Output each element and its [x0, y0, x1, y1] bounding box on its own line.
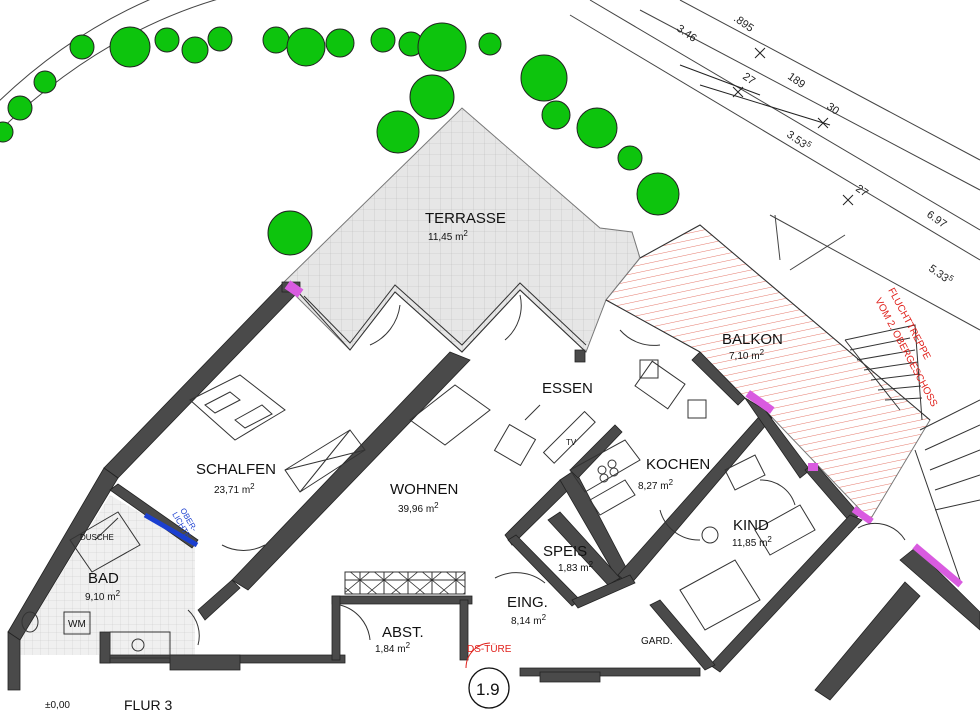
unit-number: 1.9 [476, 680, 500, 699]
speis-label: SPEIS [543, 543, 587, 560]
dim-27a: 27 [740, 71, 757, 88]
eing-area: 8,14 m2 [511, 613, 547, 627]
terrasse-area: 11,45 m2 [428, 229, 468, 243]
abst-label: ABST. [382, 624, 424, 641]
site-lines [0, 0, 980, 331]
speis-area: 1,83 m2 [558, 560, 594, 574]
door-tags [284, 280, 963, 588]
terrasse-label: TERRASSE [425, 210, 506, 227]
gard-label: GARD. [641, 636, 673, 647]
unit-number-circle [468, 667, 510, 709]
wm-label: WM [68, 619, 86, 630]
dimension-ticks [679, 47, 854, 206]
door-swings [187, 294, 906, 646]
schlafen-label: SCHALFEN [196, 461, 276, 478]
floor-label: FLUR 3 [124, 697, 172, 713]
kochen-label: KOCHEN [646, 456, 710, 473]
dim-3-46: 3.46 [674, 23, 698, 45]
trees [0, 22, 680, 256]
dusche-label: DUSCHE [80, 533, 114, 542]
kind-label: KIND [733, 517, 769, 534]
dim-895: .895 [731, 13, 755, 35]
furniture [21, 359, 816, 659]
balkon-label: BALKON [722, 331, 783, 348]
room-labels: TERRASSE 11,45 m2 BALKON 7,10 m2 ESSEN S… [85, 210, 783, 655]
parapet-lines [297, 224, 931, 421]
dim-189: 189 [785, 71, 807, 91]
fixture-labels: DUSCHE WM TV OBER- LICHTE [68, 438, 577, 630]
bad-area: 9,10 m2 [85, 589, 121, 603]
dim-27b: 27 [853, 183, 870, 200]
wohnen-label: WOHNEN [390, 481, 458, 498]
dim-5-335: 5.335 [926, 261, 956, 288]
dim-6-97: 6.97 [924, 209, 948, 231]
eing-label: EING. [507, 594, 548, 611]
wohnen-area: 39,96 m2 [398, 501, 439, 515]
ds-tuere-arc [465, 642, 491, 669]
escape-stair [844, 324, 980, 581]
schlafen-area: 23,71 m2 [214, 482, 255, 496]
kochen-area: 8,27 m2 [638, 478, 674, 492]
essen-label: ESSEN [542, 380, 593, 397]
balkon-area: 7,10 m2 [729, 348, 765, 362]
kind-area: 11,85 m2 [732, 535, 772, 549]
tv-label: TV [566, 438, 577, 447]
level-label: ±0,00 [45, 700, 70, 711]
dim-3-535: 3.535 [784, 127, 814, 154]
ds-tuere-label: DS-TÜRE [467, 643, 512, 655]
abst-area: 1,84 m2 [375, 641, 411, 655]
bad-label: BAD [88, 570, 119, 587]
walls [7, 281, 980, 701]
dim-30: 30 [824, 101, 841, 118]
balcony-floor [605, 224, 931, 521]
oberlichte-window [143, 512, 199, 548]
